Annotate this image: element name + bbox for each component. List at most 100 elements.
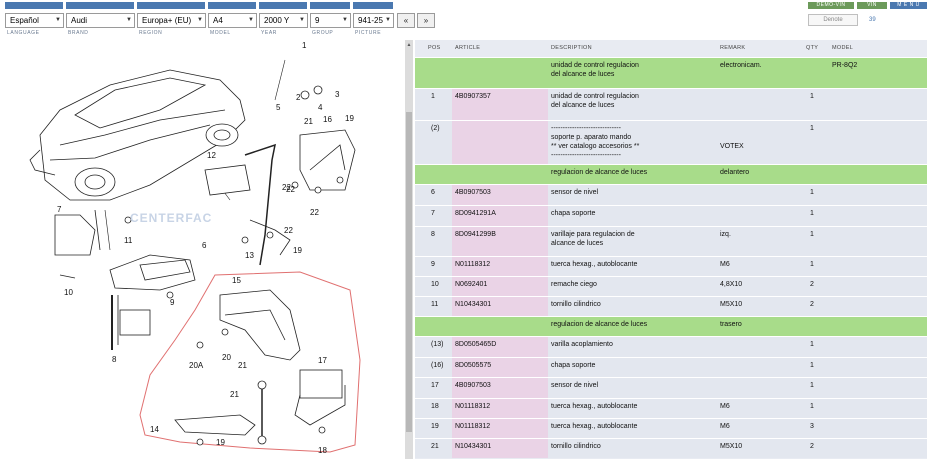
top-bar-segment: [208, 2, 256, 9]
qty-cell: 1: [810, 189, 814, 196]
header-model: MODEL: [832, 45, 854, 51]
pos-cell: 9: [431, 261, 435, 268]
description-cell: tornillo cilindrico: [551, 301, 601, 308]
region-select[interactable]: Europa+ (EU)▼: [137, 13, 206, 28]
article-cell[interactable]: 4B0907503: [455, 382, 491, 389]
callout-label: 22: [284, 226, 293, 235]
article-cell[interactable]: 4B0907503: [455, 189, 491, 196]
callout-label: 9: [170, 298, 175, 307]
table-row[interactable]: (2)------------------------------ soport…: [415, 120, 927, 164]
year-select[interactable]: 2000 Y▼: [259, 13, 308, 28]
remark-cell: M6: [720, 403, 730, 410]
pos-cell: (2): [431, 125, 440, 132]
remark-cell: delantero: [720, 169, 750, 176]
qty-cell: 2: [810, 301, 814, 308]
article-cell[interactable]: N01118312: [455, 403, 491, 410]
rear-sensor-assembly: [174, 289, 346, 446]
article-cell-bg: [452, 337, 548, 357]
article-cell[interactable]: 8D0941299B: [455, 231, 496, 238]
description-cell: unidad de control regulacion del alcance…: [551, 62, 639, 78]
prev-button[interactable]: «: [397, 13, 415, 28]
pos-cell: (13): [431, 341, 444, 348]
qty-cell: 3: [810, 423, 814, 430]
callout-label: 13: [245, 251, 254, 260]
remark-cell: trasero: [720, 321, 742, 328]
header-remark: REMARK: [720, 45, 746, 51]
description-cell: sensor de nivel: [551, 382, 599, 389]
qty-cell: 1: [810, 125, 814, 132]
article-cell[interactable]: 8D0941291A: [455, 210, 496, 217]
article-cell[interactable]: 8D0505465D: [455, 341, 497, 348]
watermark-text: CENTERFAC: [130, 211, 212, 225]
demo-vin-button[interactable]: DEMO-VIN: [808, 2, 854, 9]
label-language: LANGUAGE: [7, 30, 40, 36]
menu-button[interactable]: M E N U: [890, 2, 927, 9]
remark-cell: VOTEX: [720, 143, 744, 150]
callout-label: 18: [318, 446, 327, 455]
callout-label: 16: [323, 115, 332, 124]
pane-scrollbar[interactable]: ▲: [405, 40, 413, 459]
language-value: Español: [10, 16, 39, 25]
article-cell[interactable]: N01118312: [455, 423, 491, 430]
article-cell[interactable]: N01118312: [455, 261, 491, 268]
pos-cell: 19: [431, 423, 439, 430]
top-bar-segment: [310, 2, 350, 9]
top-strip: DEMO-VIN VIN M E N U: [0, 0, 927, 10]
parts-diagram[interactable]: 1 2 3 4 5 6 7 8 9 10 11 12 13 14 15 16 1…: [0, 40, 405, 459]
table-group-row[interactable]: unidad de control regulacion del alcance…: [415, 57, 927, 88]
qty-cell: 2: [810, 443, 814, 450]
top-bar-segment: [66, 2, 134, 9]
chevron-down-icon: ▼: [385, 17, 391, 23]
next-button[interactable]: »: [417, 13, 435, 28]
group-select[interactable]: 9▼: [310, 13, 351, 28]
header-pos: POS: [428, 45, 441, 51]
callout-label: 10: [64, 288, 73, 297]
article-cell[interactable]: 4B0907357: [455, 93, 491, 100]
article-cell[interactable]: N0692401: [455, 281, 488, 288]
callout-label: 4: [318, 103, 323, 112]
vin-button[interactable]: VIN: [857, 2, 887, 9]
picture-select[interactable]: 941-25▼: [353, 13, 394, 28]
description-cell: tornillo cilindrico: [551, 443, 601, 450]
article-cell[interactable]: N10434301: [455, 443, 492, 450]
pos-cell: 18: [431, 403, 439, 410]
denote-button[interactable]: Denote: [808, 14, 858, 26]
qty-cell: 1: [810, 403, 814, 410]
rear-assembly-outline: [139, 271, 361, 453]
parts-diagram-svg: 1 2 3 4 5 6 7 8 9 10 11 12 13 14 15 16 1…: [29, 41, 361, 455]
chevron-down-icon: ▼: [197, 17, 203, 23]
scroll-thumb[interactable]: [406, 112, 412, 432]
chevron-down-icon: ▼: [342, 17, 348, 23]
callout-label: 22: [310, 208, 319, 217]
pos-cell: 10: [431, 281, 439, 288]
scroll-up-icon[interactable]: ▲: [406, 42, 412, 48]
remark-cell: M6: [720, 261, 730, 268]
language-select[interactable]: Español▼: [5, 13, 64, 28]
article-cell[interactable]: N10434301: [455, 301, 492, 308]
callout-label: 20: [222, 353, 231, 362]
callout-label: 3: [335, 90, 340, 99]
pos-cell: 11: [431, 301, 439, 308]
article-cell[interactable]: 8D0505575: [455, 362, 492, 369]
description-cell: tuerca hexag., autoblocante: [551, 403, 638, 410]
brand-select[interactable]: Audi▼: [66, 13, 135, 28]
table-row[interactable]: 18 N01118312 tuerca hexag., autoblocante M6…: [415, 398, 927, 418]
brand-value: Audi: [71, 16, 88, 25]
model-select[interactable]: A4▼: [208, 13, 257, 28]
description-cell: chapa soporte: [551, 362, 596, 369]
